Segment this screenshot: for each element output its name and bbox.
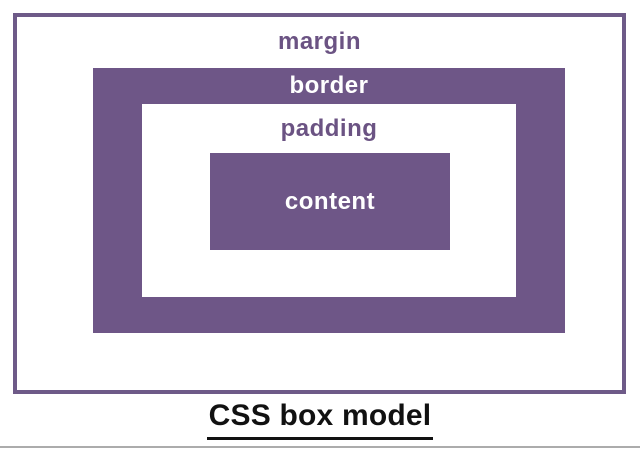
diagram-title: CSS box model	[0, 396, 640, 441]
diagram-title-text: CSS box model	[206, 396, 434, 440]
padding-label: padding	[280, 115, 378, 142]
border-box: border padding content	[93, 68, 565, 333]
padding-box: padding content	[142, 104, 516, 297]
content-label: content	[284, 188, 376, 215]
content-box: content	[210, 153, 450, 250]
margin-label: margin	[277, 28, 361, 55]
bottom-divider	[0, 446, 640, 448]
border-label: border	[289, 72, 369, 99]
margin-box: margin border padding content	[13, 13, 626, 394]
